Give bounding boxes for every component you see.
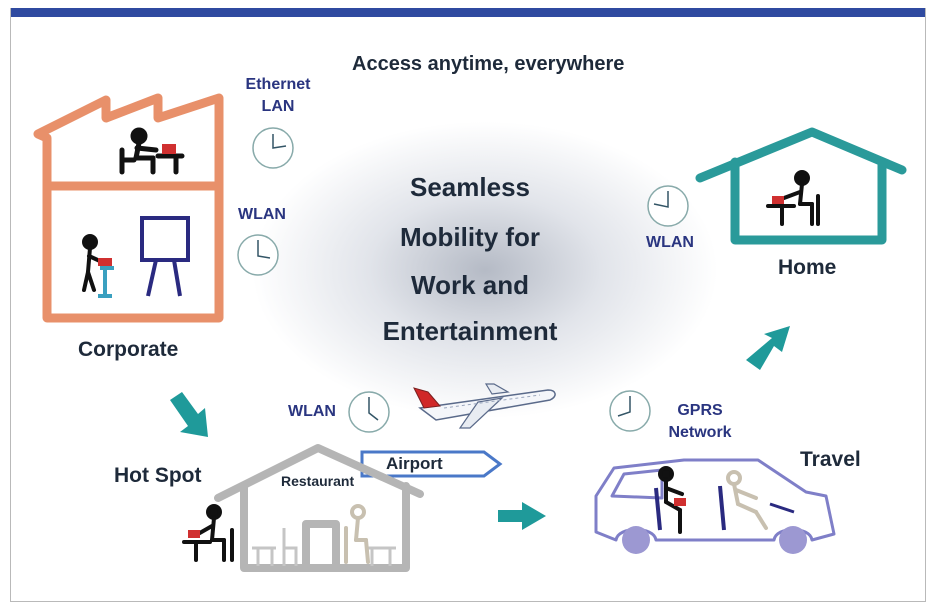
person-icon: [766, 170, 820, 226]
center-line-4: Entertainment: [382, 316, 558, 346]
home-house: [695, 127, 907, 245]
arrow-icon: [746, 326, 790, 370]
clock-icon: [237, 234, 279, 276]
arrow-icon: [170, 392, 208, 437]
wlan-hotspot-label: WLAN: [288, 403, 336, 420]
gprs-label-line2: Network: [668, 424, 732, 441]
arrow-icon: [498, 502, 546, 530]
headline: Access anytime, everywhere: [352, 53, 625, 75]
person-icon: [658, 466, 684, 534]
laptop-icon: [162, 144, 176, 154]
laptop-icon: [772, 196, 784, 204]
person-icon: [182, 504, 234, 562]
laptop-icon: [98, 258, 112, 266]
laptop-icon: [674, 498, 686, 506]
person-icon: [344, 504, 370, 564]
car-seat: [718, 485, 726, 531]
center-line-2: Mobility for: [399, 222, 541, 252]
airport-label: Airport: [386, 454, 443, 473]
clock-icon: [647, 185, 689, 227]
center-line-3: Work and: [411, 270, 529, 300]
restaurant-label: Restaurant: [281, 473, 355, 489]
clock-icon: [348, 391, 390, 433]
travel-label: Travel: [800, 448, 861, 471]
clock-icon: [609, 390, 651, 432]
wlan-corporate-label: WLAN: [238, 206, 286, 223]
home-label: Home: [778, 256, 837, 279]
person-icon: [119, 127, 185, 175]
steering-wheel: [769, 502, 795, 514]
wlan-home-label: WLAN: [646, 234, 694, 251]
airplane-icon: [413, 383, 556, 429]
flipchart-icon: [140, 216, 190, 297]
gprs-label-line1: GPRS: [677, 402, 723, 419]
restaurant-house: [214, 444, 424, 572]
center-line-1: Seamless: [410, 172, 530, 202]
center-glow: [250, 120, 720, 420]
clock-icon: [252, 127, 294, 169]
standing-desk: [98, 266, 114, 298]
hotspot-label: Hot Spot: [114, 464, 202, 487]
car-wheel: [779, 526, 807, 554]
ethernet-label-line1: Ethernet: [245, 76, 311, 93]
car-seat: [654, 487, 662, 531]
laptop-icon: [188, 530, 200, 538]
ethernet-label-line2: LAN: [261, 98, 295, 115]
table-chairs: [252, 528, 396, 566]
car-wheel: [622, 526, 650, 554]
corporate-label: Corporate: [78, 338, 179, 361]
top-bar: [10, 8, 926, 17]
frame-border: [10, 8, 926, 602]
person-icon: [726, 470, 768, 530]
corporate-building: [33, 93, 224, 323]
